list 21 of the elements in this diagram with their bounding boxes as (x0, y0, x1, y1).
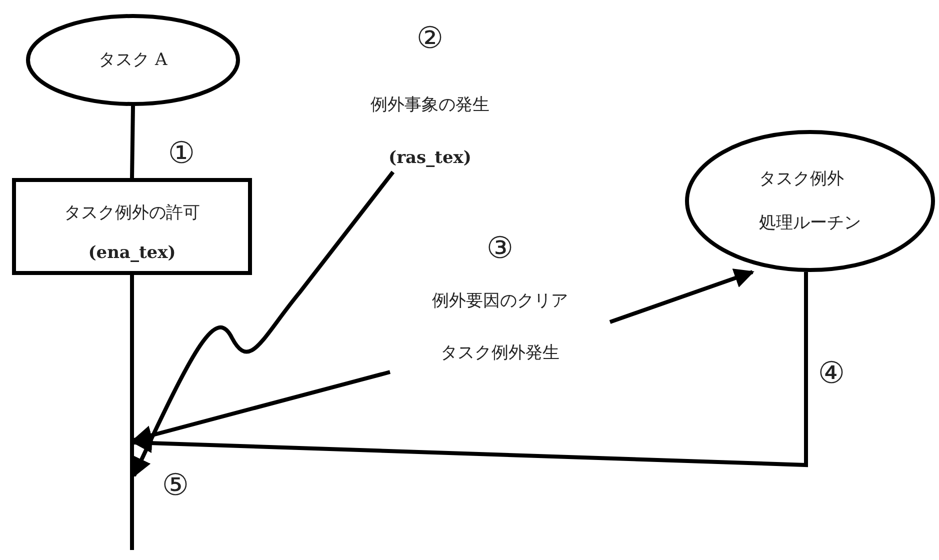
timeline-bar (130, 275, 134, 550)
node-label: (ena_tex) (88, 242, 176, 264)
arrow (132, 170, 395, 478)
note-text: (ras_tex) (388, 147, 472, 169)
step-number: ③ (486, 232, 514, 266)
task-ellipse (26, 14, 240, 106)
process-box (12, 178, 252, 275)
step-number: ⑤ (162, 470, 189, 502)
note-text: 例外事象の発生 (370, 94, 490, 116)
connector-line (130, 106, 135, 178)
node-label: タスク例外の許可 (64, 202, 200, 224)
routine-ellipse (685, 130, 935, 272)
arrow (609, 268, 754, 324)
note-text: タスク例外発生 (440, 342, 560, 364)
node-label: タスク A (98, 49, 168, 71)
step-number: ④ (818, 358, 845, 390)
arrow (132, 272, 808, 468)
step-number: ② (416, 22, 444, 56)
step-number: ① (168, 138, 195, 170)
note-text: 例外要因のクリア (432, 290, 568, 312)
node-label: タスク例外処理ルーチン (759, 168, 861, 235)
